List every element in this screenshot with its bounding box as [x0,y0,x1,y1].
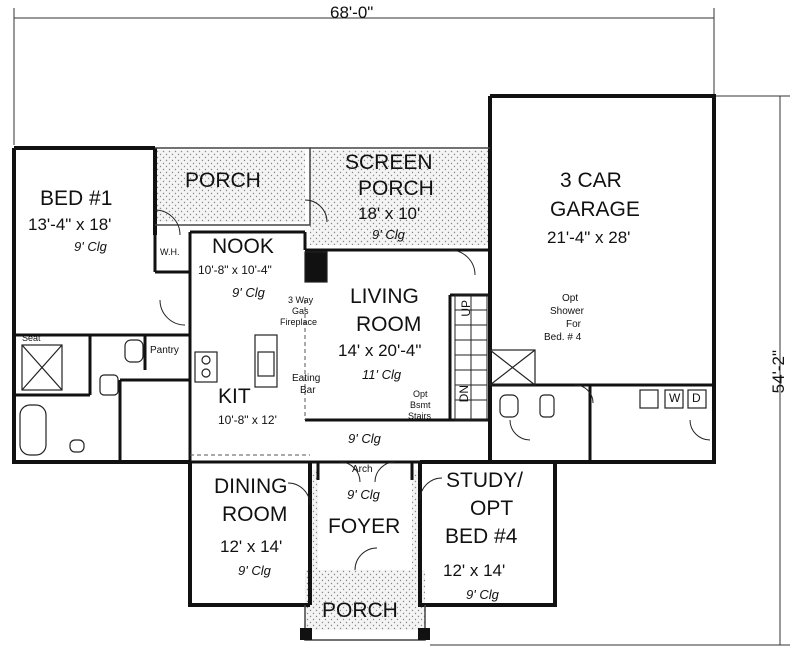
bed1-size: 13'-4" x 18' [28,215,112,234]
garage-name-line1: 3 CAR [560,169,622,192]
washer-label: W [669,391,681,405]
study-name-line1: STUDY/ [446,469,524,492]
opt-stairs-label-1: Opt [413,389,428,399]
kitchen-name: KIT [218,385,251,408]
hall-ceiling: 9' Clg [348,431,381,446]
foyer-name: FOYER [328,515,401,538]
overall-width-label: 68'-0" [330,3,374,22]
stairs-dn-label: DN [457,385,471,403]
screen-porch-name-line2: PORCH [358,177,434,200]
fireplace-label-2: Gas [292,306,309,316]
screen-porch-name-line1: SCREEN [345,151,433,174]
dining-ceiling: 9' Clg [238,563,271,578]
living-size: 14' x 20'-4" [338,341,422,360]
dining-size: 12' x 14' [220,537,283,556]
shower-label-3: For [566,319,581,330]
eating-bar-label-1: Eating [292,373,321,384]
door-swings [154,199,711,571]
screen-porch-size: 18' x 10' [358,204,421,223]
shower-label-2: Shower [550,306,584,317]
rear-porch-name: PORCH [185,169,261,192]
bed1-name: BED #1 [40,187,113,210]
dimension-lines [13,8,790,646]
nook-ceiling: 9' Clg [232,285,265,300]
fixtures [19,251,707,456]
fireplace-label-3: Fireplace [280,317,318,327]
water-heater-label: W.H. [160,247,180,257]
porch-outlines [155,147,490,641]
living-name-line2: ROOM [356,313,422,336]
seat-label: Seat [22,333,41,343]
nook-size: 10'-8" x 10'-4" [198,263,272,277]
study-ceiling: 9' Clg [466,587,499,602]
study-size: 12' x 14' [443,561,506,580]
arch-label: Arch [352,464,373,475]
kitchen-size: 10'-8" x 12' [218,413,277,427]
dining-name-line1: DINING [214,475,288,498]
exterior-walls [12,94,716,607]
dashed-lines [190,300,310,456]
bed1-ceiling: 9' Clg [74,239,107,254]
study-name-line3: BED #4 [445,525,518,548]
stairs-up-label: UP [459,300,473,317]
foyer-ceiling: 9' Clg [347,487,380,502]
nook-name: NOOK [212,235,274,258]
overall-depth-label: 54'-2" [769,350,788,394]
screen-porch-ceiling: 9' Clg [372,227,405,242]
shower-label-4: Bed. # 4 [544,332,582,343]
fireplace-label-1: 3 Way [288,295,314,305]
eating-bar-label-2: Bar [300,385,316,396]
dryer-label: D [692,391,701,405]
garage-name-line2: GARAGE [550,198,640,221]
pantry-label: Pantry [150,345,179,356]
opt-stairs-label-3: Stairs [408,411,432,421]
porch-fills [155,150,490,630]
garage-size: 21'-4" x 28' [547,228,631,247]
front-porch-name: PORCH [322,599,398,622]
opt-stairs-label-2: Bsmt [410,400,431,410]
living-ceiling: 11' Clg [362,367,402,382]
shower-label-1: Opt [562,293,579,304]
dining-name-line2: ROOM [222,503,288,526]
study-name-line2: OPT [470,497,514,520]
porch-columns [300,628,430,640]
stairs [454,294,488,421]
living-name-line1: LIVING [350,285,419,308]
